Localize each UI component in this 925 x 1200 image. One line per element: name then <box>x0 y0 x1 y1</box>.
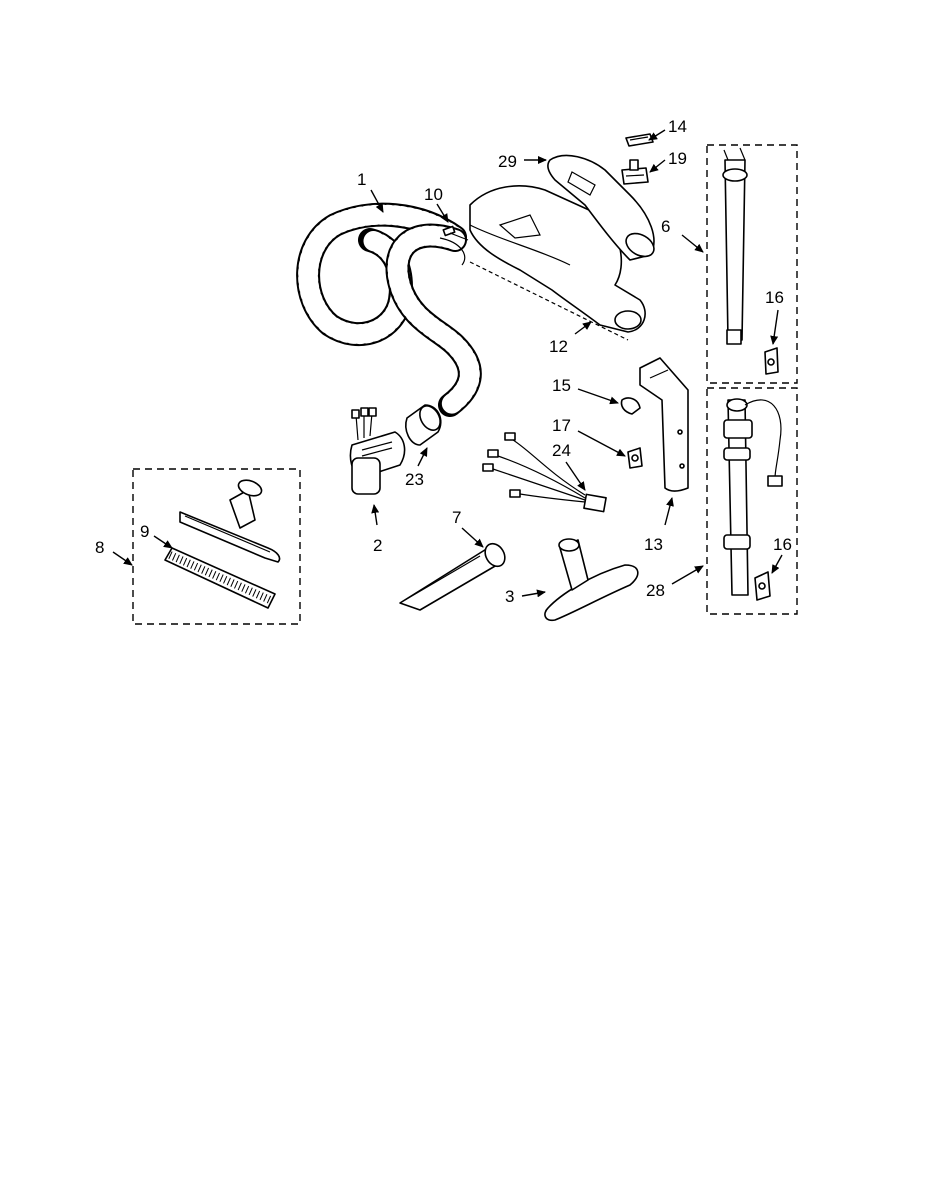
callout-2: 2 <box>373 536 382 555</box>
clip-part-17 <box>627 447 643 469</box>
callout-29: 29 <box>498 152 517 171</box>
cuff-part-23 <box>405 404 442 446</box>
callout-15: 15 <box>552 376 571 395</box>
floor-brush <box>179 479 281 563</box>
callout-6: 6 <box>661 217 670 236</box>
callout-10: 10 <box>424 185 443 204</box>
callout-19: 19 <box>668 149 687 168</box>
callout-23: 23 <box>405 470 424 489</box>
upholstery-tool-part-3 <box>544 538 639 622</box>
clip-part-15 <box>620 397 641 415</box>
wand-box-28 <box>706 387 798 615</box>
wand-box-6 <box>706 144 798 384</box>
brush-strip-part-9 <box>164 547 276 609</box>
switch-part-14 <box>625 133 654 147</box>
callout-1: 1 <box>357 170 366 189</box>
callout-8: 8 <box>95 538 104 557</box>
crevice-tool-part-7 <box>399 542 506 611</box>
callout-3: 3 <box>505 587 514 606</box>
callout-9: 9 <box>140 522 149 541</box>
callout-16-upper: 16 <box>765 288 784 307</box>
callout-17: 17 <box>552 416 571 435</box>
switch-part-19 <box>621 159 649 185</box>
clip-part-16-upper <box>764 347 779 375</box>
wand-part-6 <box>722 147 748 345</box>
callout-13: 13 <box>644 535 663 554</box>
callout-16-lower: 16 <box>773 535 792 554</box>
screw-part-10 <box>442 225 469 241</box>
wand-elbow-part-13 <box>639 357 689 492</box>
callout-12: 12 <box>549 337 568 356</box>
hose-part-1 <box>296 202 482 417</box>
callout-24: 24 <box>552 441 571 460</box>
callout-7: 7 <box>452 508 461 527</box>
wire-harness-part-24 <box>482 432 607 513</box>
handle-grip-part-29 <box>547 154 655 261</box>
kit-box-8 <box>132 468 301 625</box>
clip-part-16-lower <box>754 571 771 601</box>
wand-part-28 <box>723 398 783 596</box>
callout-14: 14 <box>668 117 687 136</box>
callout-28: 28 <box>646 581 665 600</box>
swivel-part-2 <box>349 407 406 495</box>
